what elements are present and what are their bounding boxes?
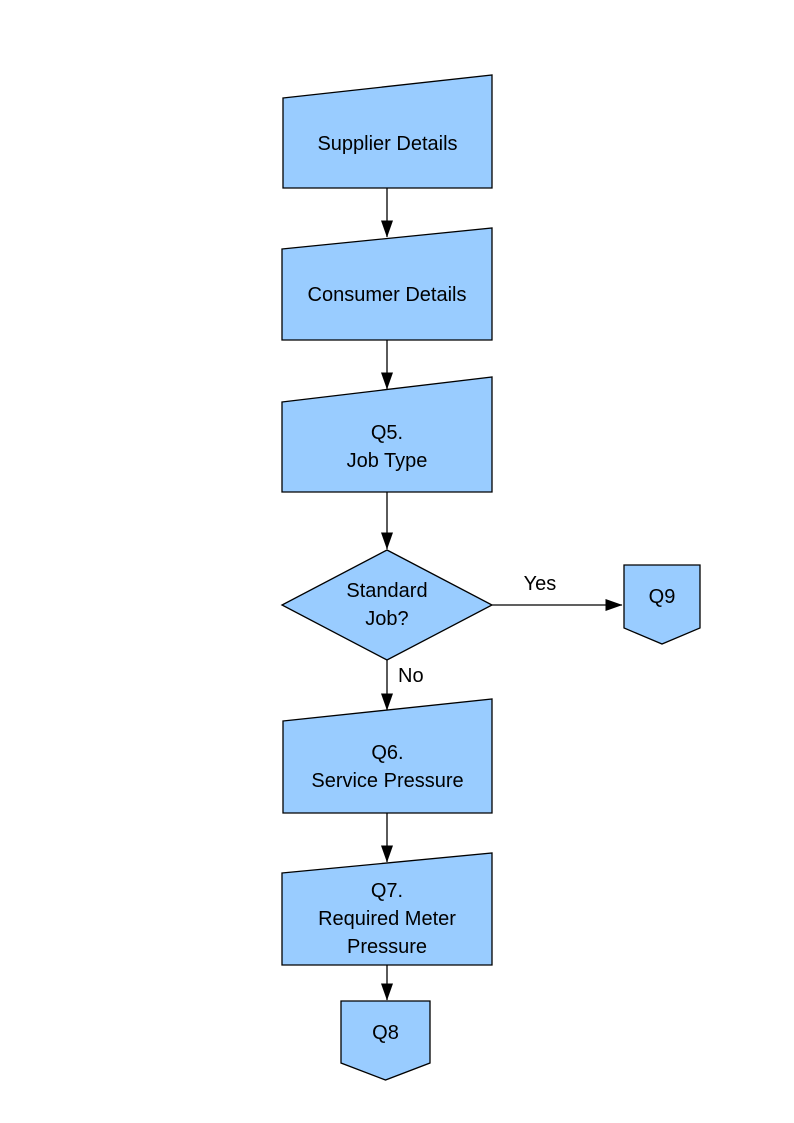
node-q8-offpage-shape bbox=[340, 1000, 431, 1081]
node-supplier-shape bbox=[282, 74, 493, 189]
node-q9-offpage-shape bbox=[623, 564, 701, 645]
node-q5-shape bbox=[281, 376, 493, 493]
node-standard-job-decision-shape bbox=[280, 549, 494, 661]
node-consumer-shape bbox=[281, 227, 493, 341]
node-q6-shape bbox=[282, 698, 493, 814]
connector-lines bbox=[381, 188, 623, 1001]
node-q7-shape bbox=[281, 852, 493, 966]
